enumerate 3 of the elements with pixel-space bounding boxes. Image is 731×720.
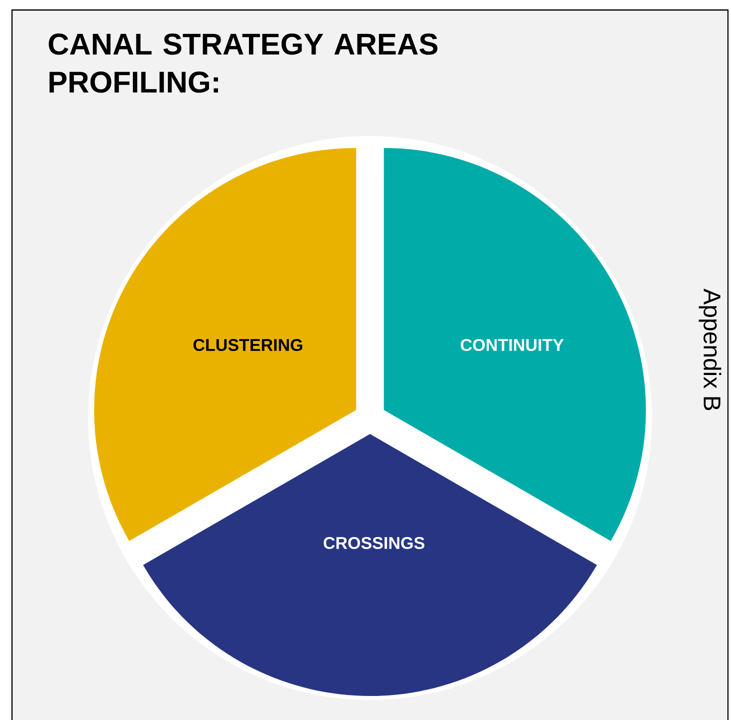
side-label: Appendix B: [698, 288, 722, 410]
pie-sector: CROSSINGS: [143, 434, 597, 696]
title: CANAL STRATEGY AREAS PROFILING:: [48, 34, 438, 93]
